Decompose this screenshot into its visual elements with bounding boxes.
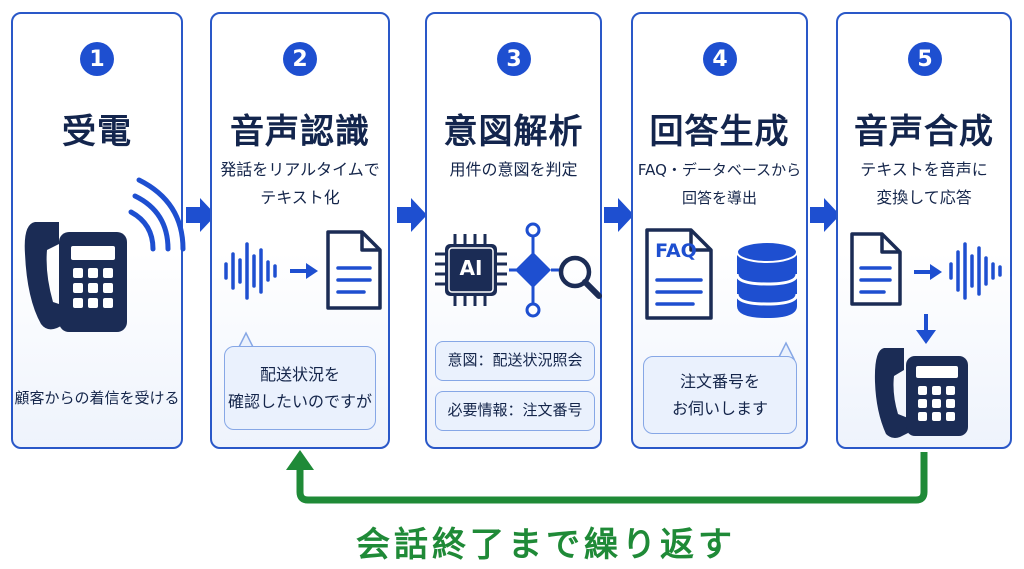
step-number-5: 5	[908, 42, 942, 76]
database-icon	[735, 241, 799, 318]
decision-node-icon	[509, 222, 561, 318]
arrow-right-icon	[186, 198, 216, 232]
step-title-2: 音声認識	[230, 112, 370, 152]
document-icon	[850, 232, 902, 306]
arrow-right-icon	[914, 264, 942, 280]
ai-chip-icon	[435, 234, 507, 306]
step-subtitle-5a: テキストを音声に	[860, 160, 988, 179]
step-subtitle-1: 顧客からの着信を受ける	[14, 389, 180, 407]
sound-wave-icon	[949, 242, 1002, 300]
arrow-right-icon	[397, 198, 427, 232]
loop-label: 会話終了まで繰り返す	[356, 525, 736, 565]
arrow-right-icon	[604, 198, 634, 232]
arrow-right-icon	[810, 198, 840, 232]
step-number-4: 4	[703, 42, 737, 76]
step-card-3: 3 意図解析 用件の意図を判定 AI 意図：配送状況照会 必要情報：注文番号	[425, 12, 602, 449]
speech-bubble: 注文番号を お伺いします	[643, 356, 797, 434]
step-subtitle-4b: 回答を導出	[681, 189, 757, 207]
step-title-4: 回答生成	[649, 112, 790, 152]
arrow-right-icon	[290, 263, 318, 279]
sound-wave-icon	[224, 242, 277, 300]
speech-bubble: 配送状況を 確認したいのですが	[224, 346, 376, 430]
step-number-2: 2	[283, 42, 317, 76]
bubble-line-2: 確認したいのですが	[227, 392, 372, 411]
bubble-line-1: 配送状況を	[259, 365, 340, 384]
bubble-line-2: お伺いします	[671, 399, 768, 418]
step-subtitle-2b: テキスト化	[260, 188, 340, 207]
step-subtitle-5b: 変換して応答	[876, 188, 972, 207]
step-title-5: 音声合成	[854, 112, 994, 152]
phone-icon	[24, 177, 186, 332]
arrow-down-icon	[916, 314, 936, 344]
step-card-5: 5 音声合成 テキストを音声に 変換して応答	[836, 12, 1012, 449]
faq-label: FAQ	[655, 240, 697, 262]
faq-document-icon	[645, 228, 713, 320]
step-number-1: 1	[80, 42, 114, 76]
ai-chip-label: AI	[459, 256, 483, 280]
step-title-1: 受電	[62, 112, 132, 152]
magnifier-icon	[558, 255, 602, 299]
step-subtitle-4a: FAQ・データベースから	[637, 161, 802, 179]
phone-icon	[874, 348, 968, 438]
step-subtitle-2a: 発話をリアルタイムで	[220, 160, 380, 179]
step-subtitle-3: 用件の意図を判定	[449, 160, 578, 179]
step-card-2: 2 音声認識 発話をリアルタイムで テキスト化 配送状況を 確認したいのですが	[210, 12, 390, 449]
bubble-line-1: 注文番号を	[679, 372, 760, 391]
step-number-3: 3	[497, 42, 531, 76]
step-card-4: 4 回答生成 FAQ・データベースから 回答を導出 FAQ 注文番号を お伺いし…	[631, 12, 808, 449]
step-title-3: 意図解析	[443, 112, 584, 152]
required-info-tag: 必要情報：注文番号	[435, 391, 595, 431]
document-icon	[326, 230, 382, 310]
step-card-1: 1 受電 顧客からの着信を受ける	[11, 12, 186, 449]
intent-tag: 意図：配送状況照会	[435, 341, 595, 381]
